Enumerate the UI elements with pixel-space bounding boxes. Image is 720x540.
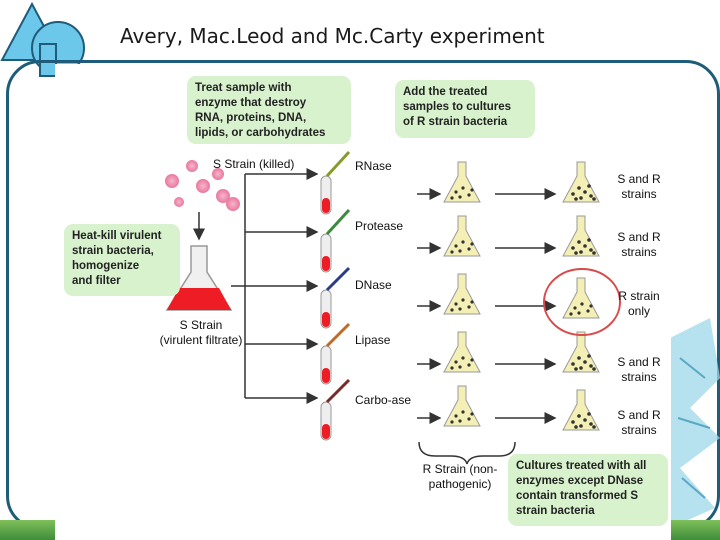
r-flask-5 <box>443 385 481 427</box>
enzyme-label-carboase: Carbo-ase <box>355 393 412 407</box>
row-arrows <box>417 188 557 424</box>
r-flask-2 <box>443 215 481 257</box>
result-label-3: R strain only <box>618 289 660 318</box>
diagram-graphics <box>165 150 621 465</box>
enzyme-label-dnase: DNase <box>355 278 392 292</box>
note-cultures-result: Cultures treated with all enzymes except… <box>508 454 668 526</box>
label-filtrate: S Strain (virulent filtrate) <box>159 318 243 347</box>
result-label-5: S and R strains <box>617 408 661 437</box>
enzyme-label-lipase: Lipase <box>355 333 391 347</box>
result-flask-3 <box>562 277 600 319</box>
note-heat-kill: Heat-kill virulent strain bacteria, homo… <box>64 224 180 296</box>
enzyme-label-rnase: RNase <box>355 159 392 173</box>
tube-row-5 <box>320 378 351 441</box>
result-flask-2 <box>562 215 600 257</box>
enzyme-label-protease: Protease <box>355 219 404 233</box>
result-label-4: S and R strains <box>617 355 661 384</box>
r-flask-4 <box>443 331 481 373</box>
leaf-decoration <box>670 318 720 528</box>
experiment-diagram: Treat sample with enzyme that destroy RN… <box>55 64 671 540</box>
slide-title: Avery, Mac.Leod and Mc.Carty experiment <box>120 24 545 48</box>
result-label-2: S and R strains <box>617 230 661 259</box>
r-flask-3 <box>443 273 481 315</box>
result-flask-4 <box>562 331 600 373</box>
filtrate-flask <box>165 245 233 311</box>
tube-row-1 <box>320 150 351 215</box>
dnase-highlight-circle <box>543 268 621 336</box>
note-treat-sample: Treat sample with enzyme that destroy RN… <box>187 76 351 144</box>
killed-bacteria <box>165 160 240 211</box>
label-r-strain: R Strain (non- pathogenic) <box>422 462 498 491</box>
r-strain-brace <box>418 441 516 465</box>
label-killed-strain: S Strain (killed) <box>213 157 295 171</box>
r-strain-flasks <box>443 161 481 427</box>
tube-row-4 <box>320 322 351 385</box>
note-add-samples: Add the treated samples to cultures of R… <box>395 80 535 138</box>
r-flask-1 <box>443 161 481 203</box>
tube-row-3 <box>320 266 351 329</box>
result-flask-1 <box>562 161 600 203</box>
result-label-1: S and R strains <box>617 172 661 201</box>
result-flasks <box>562 161 600 431</box>
result-flask-5 <box>562 389 600 431</box>
branch-lines <box>231 168 319 404</box>
tube-row-2 <box>320 208 351 273</box>
